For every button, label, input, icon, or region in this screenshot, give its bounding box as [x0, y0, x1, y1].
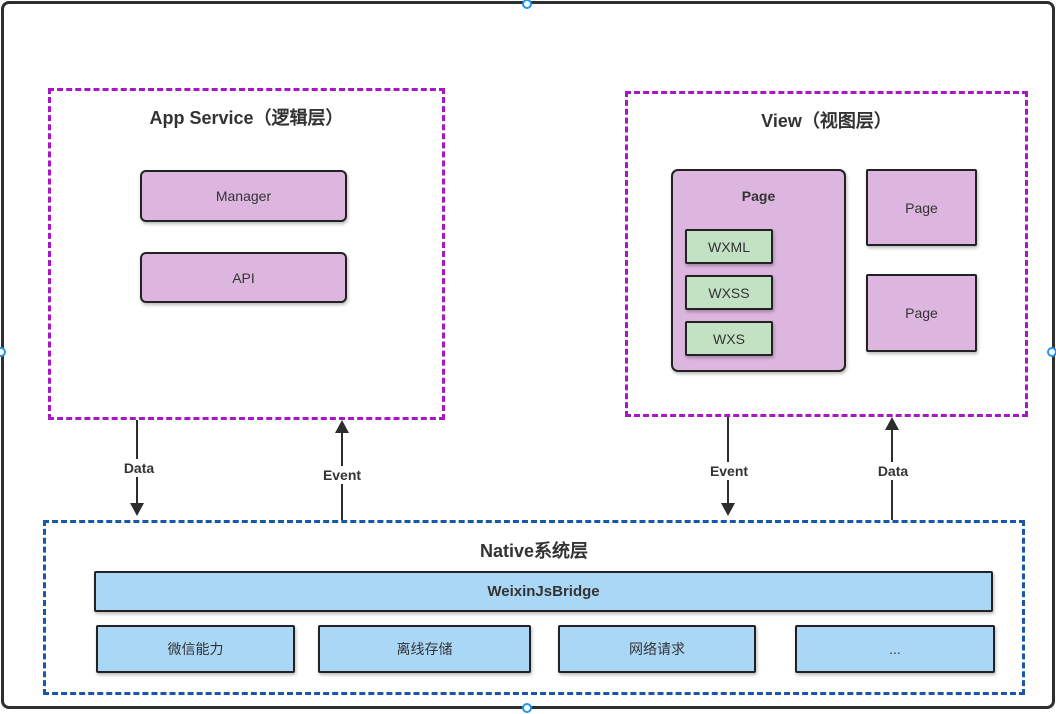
selection-handle-left[interactable]	[0, 347, 6, 357]
page-1-label: Page	[905, 199, 938, 216]
view-title: View（视图层）	[761, 111, 892, 131]
api-node[interactable]: API	[140, 252, 347, 303]
capability-node-wechat[interactable]: 微信能力	[96, 625, 295, 673]
wxml-node[interactable]: WXML	[685, 229, 773, 264]
page-node-1[interactable]: Page	[866, 169, 977, 246]
wxs-node[interactable]: WXS	[685, 321, 773, 356]
manager-label: Manager	[215, 188, 272, 204]
wxs-label: WXS	[713, 330, 745, 347]
native-title: Native系统层	[479, 541, 589, 561]
wxml-label: WXML	[708, 238, 750, 255]
selection-handle-right[interactable]	[1047, 347, 1056, 357]
api-label: API	[232, 269, 255, 286]
view-group[interactable]: View（视图层） Page WXML WXSS WXS Page Page	[625, 91, 1028, 417]
app-service-group[interactable]: App Service（逻辑层） Manager API	[48, 88, 445, 420]
arrow-event-right-label: Event	[697, 462, 761, 480]
arrow-data-right-head-icon	[885, 417, 899, 430]
native-group[interactable]: Native系统层 WeixinJsBridge 微信能力 离线存储 网络请求 …	[43, 520, 1025, 695]
capability-storage-label: 离线存储	[396, 641, 453, 657]
arrow-data-left-head-icon	[130, 503, 144, 516]
selection-handle-top[interactable]	[522, 0, 532, 9]
capability-more-label: ...	[889, 641, 901, 657]
capability-node-more[interactable]: ...	[795, 625, 995, 673]
page-node-2[interactable]: Page	[866, 274, 977, 352]
arrow-event-left-head-icon	[335, 420, 349, 433]
weixin-js-bridge-label: WeixinJsBridge	[487, 583, 600, 600]
wxss-label: WXSS	[708, 284, 750, 301]
capability-node-storage[interactable]: 离线存储	[318, 625, 531, 673]
selection-handle-bottom[interactable]	[522, 703, 532, 713]
capability-node-network[interactable]: 网络请求	[558, 625, 756, 673]
app-service-title: App Service（逻辑层）	[149, 108, 344, 128]
arrow-data-right-label: Data	[861, 462, 925, 480]
page-2-label: Page	[905, 305, 938, 321]
page-container-node[interactable]: Page WXML WXSS WXS	[671, 169, 846, 372]
page-container-label: Page	[741, 188, 776, 204]
weixin-js-bridge-node[interactable]: WeixinJsBridge	[94, 571, 993, 612]
capability-network-label: 网络请求	[629, 641, 685, 657]
manager-node[interactable]: Manager	[140, 170, 347, 222]
wxss-node[interactable]: WXSS	[685, 275, 773, 310]
arrow-event-right-line	[727, 417, 729, 503]
capability-wechat-label: 微信能力	[167, 641, 224, 657]
arrow-event-left-label: Event	[310, 466, 374, 484]
arrow-data-left-label: Data	[107, 459, 171, 477]
arrow-event-right-head-icon	[721, 503, 735, 516]
